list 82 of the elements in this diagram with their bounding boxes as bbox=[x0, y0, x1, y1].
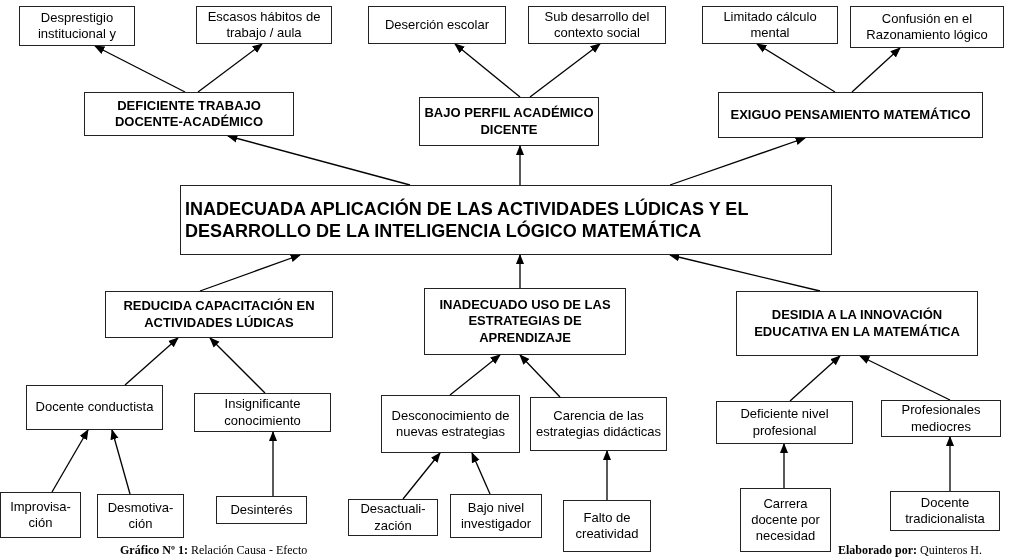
detail-box bbox=[348, 499, 438, 536]
detail-box bbox=[850, 6, 1004, 48]
arrow bbox=[515, 144, 525, 186]
arrow bbox=[209, 337, 266, 394]
detail-box bbox=[890, 491, 1000, 531]
cause-effect-box bbox=[419, 97, 599, 146]
box-label: Limitado cálculo mental bbox=[722, 8, 818, 42]
detail-box bbox=[381, 395, 520, 453]
detail-box bbox=[194, 393, 331, 432]
detail-box bbox=[881, 400, 1001, 437]
detail-box bbox=[528, 6, 666, 44]
arrow bbox=[197, 43, 263, 93]
arrow bbox=[519, 354, 561, 398]
box-label: Desprestigio institucional y bbox=[36, 9, 117, 43]
caption: Elaborado por: Quinteros H. bbox=[838, 543, 982, 557]
detail-box bbox=[563, 500, 651, 552]
arrow bbox=[779, 442, 789, 489]
arrow bbox=[602, 449, 612, 501]
arrow bbox=[669, 253, 821, 292]
box-label: Falto de creatividad bbox=[574, 509, 640, 543]
box-label: Bajo nivel investigador bbox=[459, 499, 533, 533]
detail-box bbox=[26, 385, 163, 430]
detail-box bbox=[702, 6, 838, 44]
detail-box bbox=[716, 401, 853, 444]
box-label: Docente conductista bbox=[35, 399, 154, 416]
box-label: Desinterés bbox=[230, 501, 293, 519]
cause-effect-box bbox=[105, 291, 333, 338]
detail-box bbox=[19, 6, 135, 46]
cause-effect-box bbox=[424, 288, 626, 355]
cause-effect-box bbox=[84, 92, 294, 136]
cause-effect-box bbox=[736, 291, 978, 356]
box-label: Carrera docente por necesidad bbox=[750, 495, 821, 545]
arrow bbox=[268, 430, 278, 497]
detail-box bbox=[216, 496, 307, 524]
box-label: INADECUADA APLICACIÓN DE LAS ACTIVIDADES LÚDICAS Y EL DESARROLLO DE LA INTELIGENCIA LÓGICO MATEMÁTICA bbox=[185, 197, 750, 243]
detail-box bbox=[740, 488, 831, 552]
arrow bbox=[454, 43, 521, 98]
box-label: INADECUADO USO DE LAS ESTRATEGIAS DE APRENDIZAJE bbox=[438, 297, 612, 346]
box-label: Desactuali-zación bbox=[359, 501, 427, 534]
cause-effect-box bbox=[718, 92, 983, 138]
box-label: BAJO PERFIL ACADÉMICO DICENTE bbox=[423, 105, 595, 138]
detail-box bbox=[196, 6, 332, 44]
box-label: DESIDIA A LA INNOVACIÓN EDUCATIVA EN LA MATEMÁTICA bbox=[753, 307, 961, 340]
box-label: Insignificante conocimiento bbox=[223, 396, 302, 429]
arrow bbox=[669, 137, 806, 186]
box-label: Confusión en el Razonamiento lógico bbox=[865, 10, 989, 44]
box-label: Deserción escolar bbox=[384, 16, 489, 34]
box-label: DEFICIENTE TRABAJO DOCENTE-ACADÉMICO bbox=[113, 97, 265, 131]
arrow bbox=[110, 429, 131, 495]
arrow bbox=[945, 435, 955, 492]
arrow bbox=[529, 43, 601, 98]
detail-box bbox=[97, 494, 184, 538]
detail-box bbox=[368, 6, 506, 44]
arrow bbox=[471, 452, 491, 495]
arrow bbox=[51, 429, 89, 493]
detail-box bbox=[530, 397, 667, 451]
box-label: Sub desarrollo del contexto social bbox=[543, 8, 651, 42]
box-label: Escasos hábitos de trabajo / aula bbox=[206, 8, 322, 42]
box-label: Desconocimiento de nuevas estrategias bbox=[390, 407, 511, 441]
arrow bbox=[859, 355, 951, 401]
box-label: Profesionales mediocres bbox=[900, 402, 982, 435]
arrow bbox=[851, 47, 901, 93]
arrow bbox=[199, 254, 301, 292]
detail-box bbox=[0, 492, 81, 538]
box-label: REDUCIDA CAPACITACIÓN EN ACTIVIDADES LÚDICAS bbox=[122, 298, 316, 331]
arrow bbox=[124, 337, 179, 386]
arrow bbox=[515, 253, 525, 289]
box-label: Improvisa-ción bbox=[9, 498, 72, 532]
box-label: Docente tradicionalista bbox=[904, 494, 986, 528]
arrow bbox=[756, 43, 836, 93]
box-label: Carencia de las estrategias didácticas bbox=[535, 407, 662, 441]
box-label: Desmotiva-ción bbox=[106, 499, 175, 533]
arrow bbox=[94, 45, 186, 93]
detail-box bbox=[450, 494, 542, 538]
box-label: EXIGUO PENSAMIENTO MATEMÁTICO bbox=[730, 106, 971, 124]
caption: Gráfico Nº 1: Relación Causa - Efecto bbox=[120, 543, 308, 557]
arrow bbox=[227, 134, 411, 186]
box-label: Deficiente nivel profesional bbox=[739, 406, 830, 439]
arrow bbox=[449, 354, 501, 396]
problem-box bbox=[180, 185, 832, 255]
arrow bbox=[789, 355, 841, 402]
arrow bbox=[402, 452, 441, 500]
